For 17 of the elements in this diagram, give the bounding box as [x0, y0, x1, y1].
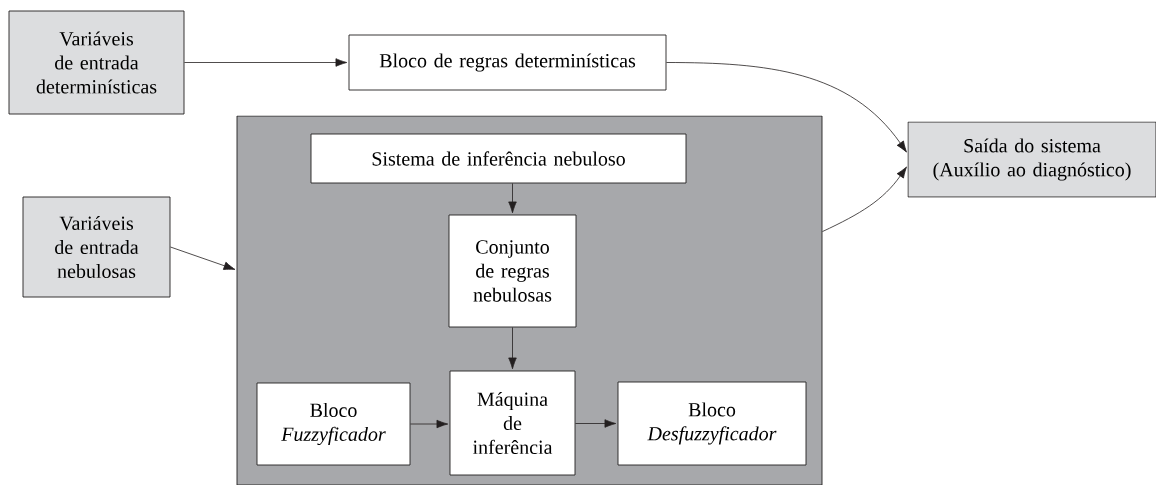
process-box: Bloco Desfuzzyficador [617, 381, 807, 466]
input-box: Variáveis de entrada determinísticas [8, 10, 185, 115]
process-box: Bloco de regras determinísticas [348, 34, 667, 91]
arrow [666, 62, 907, 153]
process-box: Conjunto de regras nebulosas [448, 214, 577, 328]
output-box: Saída do sistema (Auxílio ao diagnóstico) [907, 121, 1156, 198]
arrow [184, 58, 348, 67]
process-box: Máquina de inferência [449, 370, 576, 476]
arrow [170, 246, 236, 270]
arrow [508, 327, 517, 370]
input-box: Variáveis de entrada nebulosas [22, 196, 171, 298]
arrow [410, 419, 449, 429]
process-box: Sistema de inferência nebuloso [310, 133, 687, 184]
arrow [822, 166, 907, 232]
arrow [575, 419, 617, 428]
arrow [508, 183, 517, 214]
process-box: Bloco Fuzzyficador [256, 382, 411, 466]
